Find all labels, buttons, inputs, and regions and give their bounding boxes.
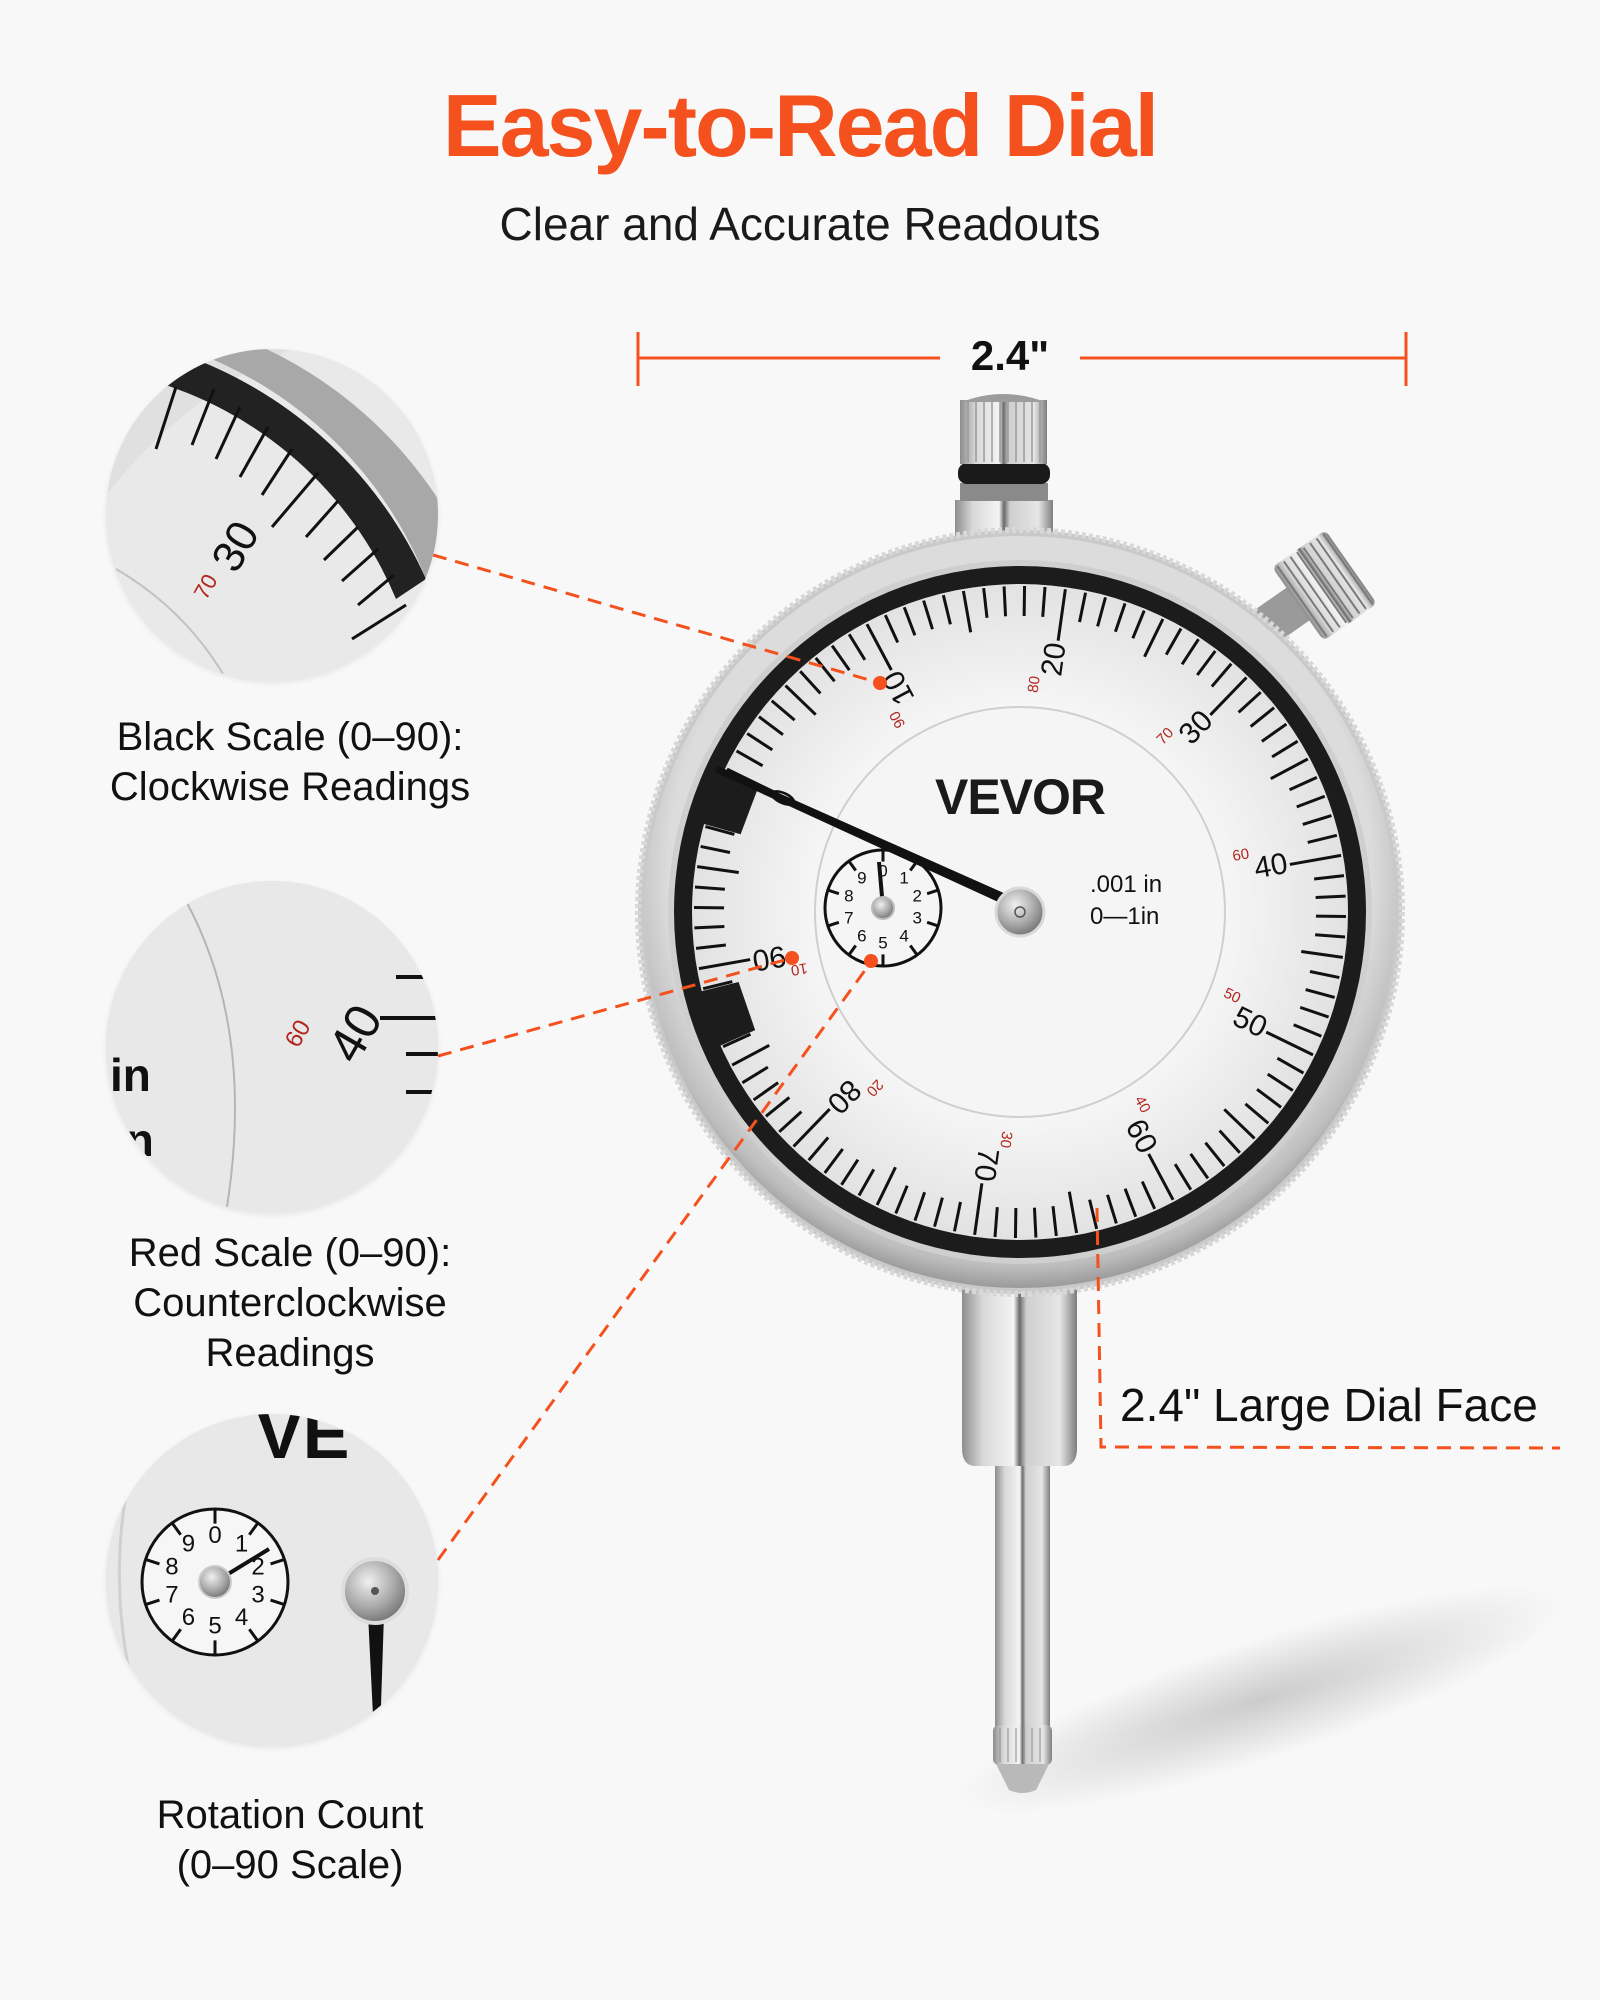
dial-face-size-label: 2.4" Large Dial Face xyxy=(1120,1379,1538,1431)
red-numeral: 80 xyxy=(1025,675,1044,694)
counter-numeral: 3 xyxy=(912,909,921,928)
zoom-unit-text: in xyxy=(110,1049,151,1101)
red-numeral: 60 xyxy=(1231,845,1250,865)
dimension-line xyxy=(636,332,1408,386)
counter-numeral: 8 xyxy=(844,886,853,905)
main-pointer xyxy=(715,766,1046,938)
callout-lines xyxy=(432,553,1561,1561)
counter-numeral: 7 xyxy=(844,909,853,928)
counter-numeral: 4 xyxy=(235,1604,248,1631)
counter-numeral: 1 xyxy=(899,868,908,887)
callout-dots xyxy=(785,676,887,968)
red-numeral: 40 xyxy=(1131,1093,1154,1116)
counter-numeral: 2 xyxy=(251,1553,264,1580)
counter-numeral: 9 xyxy=(182,1531,195,1558)
caption-line: Counterclockwise xyxy=(133,1281,447,1325)
caption-line: Red Scale (0–90): xyxy=(128,1231,452,1275)
counter-numeral: 5 xyxy=(208,1613,221,1640)
counter-numeral: 5 xyxy=(878,933,887,952)
gauge-stem xyxy=(962,1270,1077,1793)
counter-numeral: 3 xyxy=(251,1581,264,1608)
counter-numeral: 7 xyxy=(165,1581,178,1608)
black-numeral: 70 xyxy=(967,1146,1004,1184)
counter-numeral: 2 xyxy=(912,886,921,905)
black-numeral: 20 xyxy=(1035,640,1072,678)
range-label: 0—1in xyxy=(1090,903,1160,930)
red-numeral: 90 xyxy=(886,708,909,731)
plunger-cap xyxy=(955,394,1053,540)
caption-black-scale: Black Scale (0–90): Clockwise Readings xyxy=(60,712,520,812)
counter-numeral: 6 xyxy=(182,1604,195,1631)
caption-rotation-count: Rotation Count (0–90 Scale) xyxy=(60,1790,520,1890)
caption-line: Clockwise Readings xyxy=(109,765,471,809)
red-numeral: 30 xyxy=(996,1130,1015,1149)
counter-numeral: 1 xyxy=(235,1531,248,1558)
brand-logo: VEVOR xyxy=(934,769,1106,825)
dial-ticks xyxy=(694,586,1346,1238)
counter-numeral: 0 xyxy=(208,1522,221,1549)
callout-red-scale-zoom: 40 60 in 'in xyxy=(106,881,438,1213)
black-numeral: 90 xyxy=(750,939,789,977)
dimension-width-label: 2.4" xyxy=(940,328,1080,384)
caption-line: Rotation Count xyxy=(156,1793,424,1837)
resolution-label: .001 in xyxy=(1090,871,1163,898)
caption-line: Readings xyxy=(205,1331,375,1375)
counter-numeral: 4 xyxy=(899,927,908,946)
callout-black-scale-zoom: 30 70 xyxy=(106,349,438,681)
caption-line: (0–90 Scale) xyxy=(176,1843,404,1887)
counter-numeral: 8 xyxy=(165,1553,178,1580)
caption-line: Black Scale (0–90): xyxy=(116,715,464,759)
counter-numeral: 0 xyxy=(878,862,887,881)
counter-numeral: 6 xyxy=(857,927,866,946)
caption-red-scale: Red Scale (0–90): Counterclockwise Readi… xyxy=(60,1228,520,1378)
page-title: Easy-to-Read Dial xyxy=(442,76,1159,175)
page-subtitle: Clear and Accurate Readouts xyxy=(499,198,1101,250)
red-numeral: 50 xyxy=(1221,985,1243,1008)
counter-numeral: 9 xyxy=(857,868,866,887)
black-numeral: 40 xyxy=(1252,847,1291,885)
